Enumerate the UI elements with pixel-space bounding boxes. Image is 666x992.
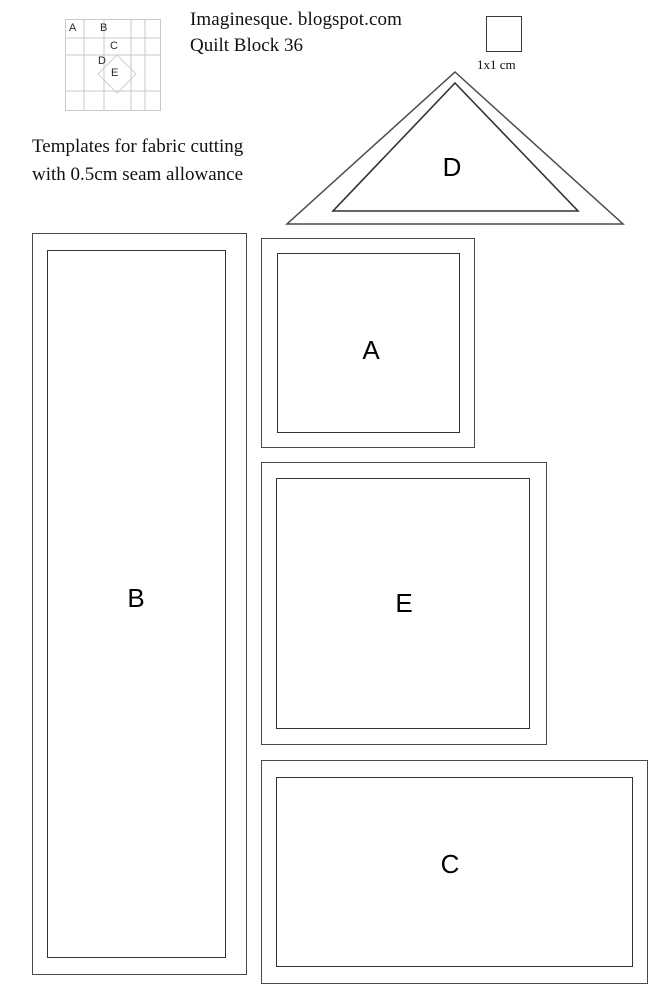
template-a-stitch-line bbox=[277, 253, 460, 433]
diagram-outer-frame bbox=[65, 19, 161, 111]
template-e-cut-line bbox=[261, 462, 547, 745]
diagram-label-c: C bbox=[110, 40, 118, 52]
diagram-diamond-e bbox=[97, 54, 137, 94]
instruction-line-2: with 0.5cm seam allowance bbox=[32, 164, 244, 185]
template-a-cut-line bbox=[261, 238, 475, 448]
block-diagram-thumbnail: A B C D E bbox=[65, 19, 161, 111]
template-a-label: A bbox=[362, 335, 380, 365]
template-b-stitch-line bbox=[47, 250, 226, 958]
instruction-line-1: Templates for fabric cutting bbox=[32, 136, 244, 157]
template-c-stitch-line bbox=[276, 777, 633, 967]
template-d-stitch-line bbox=[331, 81, 580, 212]
template-c-cut-line bbox=[261, 760, 648, 984]
blog-title: Imaginesque. blogspot.com bbox=[190, 9, 402, 30]
template-d-label: D bbox=[442, 152, 462, 182]
template-d-cut-line bbox=[285, 70, 625, 225]
template-e-stitch-line bbox=[276, 478, 530, 729]
diagram-label-d: D bbox=[98, 55, 106, 67]
block-diagram-svg bbox=[65, 19, 161, 111]
template-e-label: E bbox=[395, 588, 413, 618]
block-title: Quilt Block 36 bbox=[190, 35, 303, 56]
template-c-label: C bbox=[440, 849, 460, 879]
diagram-label-e: E bbox=[111, 67, 119, 79]
scale-reference-square bbox=[486, 16, 522, 52]
template-b-cut-line bbox=[32, 233, 247, 975]
diagram-label-a: A bbox=[69, 22, 77, 34]
diagram-label-b: B bbox=[100, 22, 108, 34]
template-b-label: B bbox=[127, 583, 145, 613]
scale-reference-caption: 1x1 cm bbox=[477, 57, 516, 72]
